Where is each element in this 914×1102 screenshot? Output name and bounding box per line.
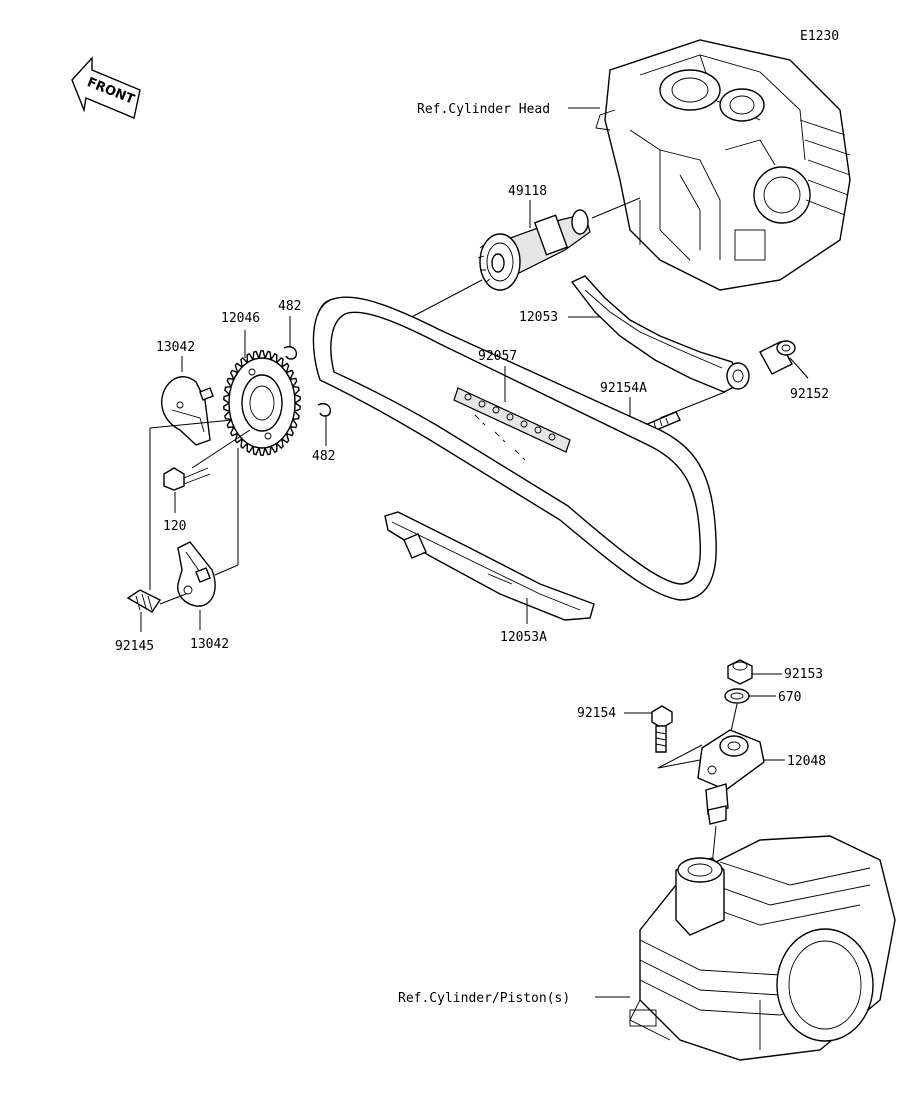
part-670: 670: [778, 690, 801, 705]
spring-drawing: [126, 589, 187, 613]
cylinder-drawing: [629, 835, 896, 1061]
collar-drawing: [759, 340, 796, 375]
part-92057: 92057: [478, 349, 517, 364]
cap-nut-drawing: [727, 659, 753, 685]
part-12048: 12048: [787, 754, 826, 769]
part-92152: 92152: [790, 387, 829, 402]
cam-chain-drawing: [312, 296, 717, 601]
part-12053a: 12053A: [500, 630, 547, 645]
part-13042-top: 13042: [156, 340, 195, 355]
chain-tensioner-guide-drawing: [570, 275, 750, 393]
chain-guide-drawing: [384, 511, 595, 621]
part-92154: 92154: [577, 706, 616, 721]
cam-chain-tensioner-drawing: [697, 729, 765, 825]
bolt-92154-drawing: [651, 705, 673, 753]
front-arrow-icon: FRONT: [71, 56, 141, 119]
diagram-code: E1230: [800, 29, 839, 44]
ref-cylinder-head: Ref.Cylinder Head: [417, 102, 550, 117]
part-12046: 12046: [221, 311, 260, 326]
cylinder-head-drawing: [595, 39, 851, 291]
part-92154a: 92154A: [600, 381, 647, 396]
part-13042-bottom: 13042: [190, 637, 229, 652]
bolt-120-drawing: [163, 467, 211, 491]
part-92153: 92153: [784, 667, 823, 682]
weight-bottom-drawing: [177, 541, 216, 607]
ref-cylinder-piston: Ref.Cylinder/Piston(s): [398, 991, 570, 1006]
part-120: 120: [163, 519, 186, 534]
washer-drawing: [724, 688, 750, 704]
chain-links: [453, 387, 571, 453]
part-92145: 92145: [115, 639, 154, 654]
part-482-top: 482: [278, 299, 301, 314]
weight-top-drawing: [161, 376, 214, 446]
cam-sprocket-drawing: [223, 350, 301, 456]
part-12053: 12053: [519, 310, 558, 325]
camshaft-drawing: [477, 209, 591, 291]
part-49118: 49118: [508, 184, 547, 199]
part-482-bottom: 482: [312, 449, 335, 464]
circlip-bottom-drawing: [317, 403, 332, 417]
circlip-top-drawing: [283, 346, 298, 360]
